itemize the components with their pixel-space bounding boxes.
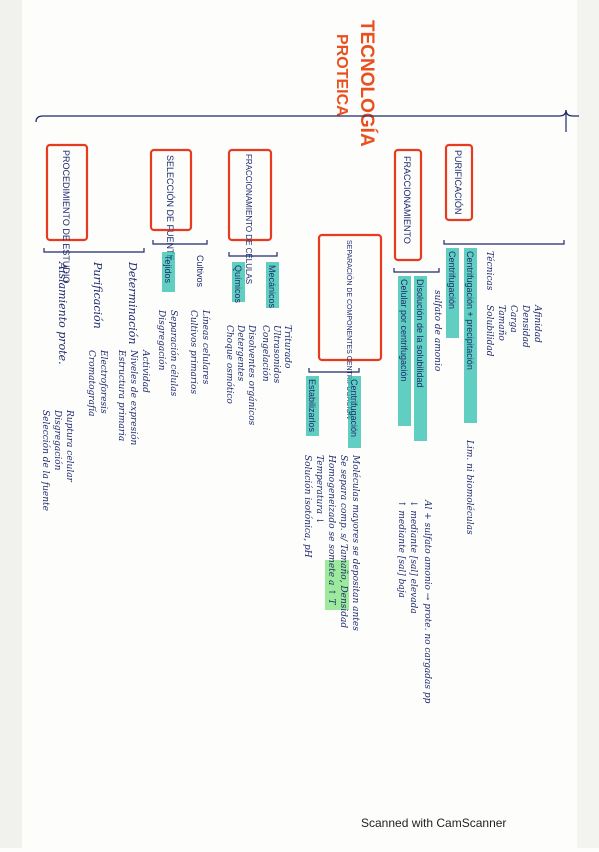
scanner-text: Scanned with CamScanner (361, 816, 507, 830)
sub-text: Líneas celulares (200, 309, 211, 385)
branch-label: PURIFICACIÓN (453, 150, 463, 215)
sub-text: Solución isotónica, pH (302, 455, 313, 558)
sub-text: Actividad (140, 349, 150, 393)
branch-bracket (43, 248, 145, 253)
branch-fraccionamiento-celulas: FRACCIONAMIENTO DE CÉLULAS Químicos Mecá… (224, 148, 292, 426)
item-text: Centrifugación (349, 379, 359, 437)
item-text: Químicos (233, 265, 243, 304)
item-text: Celular por centrifugación (399, 279, 409, 382)
main-bracket (35, 109, 579, 123)
item-text: Mecánicos (267, 265, 277, 309)
branch-procedimiento: PROCEDIMIENTO DE ESTUDIO Aislamiento pro… (40, 143, 150, 511)
item-text: Centrifugación (447, 251, 457, 309)
item-highlight (464, 248, 477, 423)
item-highlight (348, 376, 361, 448)
branch-purificacion: PURIFICACIÓN Centrifugación Centrifugaci… (443, 143, 565, 535)
item-text: Determinación (126, 261, 139, 345)
sub-text: Moléculas mayores se depositan antes (350, 454, 361, 631)
sub-text: Disgregación (52, 409, 63, 471)
sub-text: Cultivos primarios (188, 310, 198, 394)
sub-text: Cromatografía (86, 350, 97, 417)
branch-bracket (308, 368, 360, 373)
branch-bracket (393, 268, 440, 273)
sub-text: Selección de la fuente (40, 410, 51, 511)
sub-highlight (325, 560, 349, 610)
branch-label: FRACCIONAMIENTO DE CÉLULAS (244, 154, 253, 284)
branch-label: FRACCIONAMIENTO (402, 156, 412, 244)
sub-text: Disolventes orgánicos (246, 324, 257, 426)
item-text: sulfato de amonio (432, 290, 442, 372)
sub-text: ↓ mediante [sal] elevada (408, 500, 418, 614)
sub-text: Ultrasonidos (271, 325, 281, 384)
sub-text: ↑ mediante [sal] baja (396, 500, 406, 598)
sub-text: Separación células (168, 310, 179, 397)
item-highlight (266, 262, 279, 308)
sub-text: Afinidad (532, 304, 542, 343)
item-text: Estabilizarlos (307, 379, 317, 433)
sub-text: Electroforesis (98, 349, 108, 414)
sub-text: Disgregación (156, 309, 167, 371)
branch-box (45, 143, 89, 242)
sub-text: Se separa comp. s/ Tamaño, Densidad (338, 455, 348, 628)
branch-bracket (228, 252, 278, 257)
item-text: Aislamiento prote. (56, 261, 69, 365)
title-line-1: TECNOLOGÍA (356, 20, 378, 147)
title-line-2: PROTEICA (333, 34, 350, 117)
sub-text: Estructura primaria (116, 349, 126, 441)
branch-bracket (443, 240, 565, 245)
item-highlight (398, 276, 411, 426)
sub-text: Niveles de expresión (128, 349, 139, 446)
item-text: Disolución de la solubilidad (415, 279, 425, 388)
sub-text: Congelación (260, 325, 271, 382)
sub-text: Lim. ni biomoléculas (464, 439, 475, 535)
branch-fraccionamiento: FRACCIONAMIENTO Celular por centrifugaci… (393, 148, 442, 704)
item-highlight (306, 376, 319, 436)
item-text: Purificación (91, 261, 104, 329)
branch-box (393, 148, 423, 262)
sub-text: Ruptura celular (64, 409, 74, 483)
branch-separacion: SEPARACIÓN DE COMPONENTES CENTRIFUGACIÓN… (302, 233, 383, 631)
branch-box (317, 233, 383, 362)
scanner-watermark: Scanned with CamScanner (361, 816, 506, 830)
item-text: Cultivos (195, 255, 205, 288)
sub-text: Tamaño (496, 305, 506, 341)
sub-text: Solubilidad (484, 305, 494, 357)
sub-text: Detergentes (235, 324, 245, 382)
sub-text: Carga (508, 305, 518, 333)
branch-bracket (152, 240, 208, 245)
item-text: Técnicas (484, 251, 495, 291)
item-highlight (162, 252, 175, 292)
sub-text: Triturado (282, 325, 292, 369)
item-highlight (446, 248, 459, 338)
sub-text: Temperatura ↓ (314, 455, 324, 524)
item-text: Centrifugación + precipitación (465, 251, 475, 370)
branch-box (149, 148, 193, 232)
branch-box (444, 143, 474, 222)
branch-box (227, 148, 273, 242)
item-highlight (414, 276, 427, 441)
item-text: Tejidos (163, 255, 173, 284)
sub-text: Densidad (520, 304, 530, 348)
branch-label: SEPARACIÓN DE COMPONENTES CENTRIFUGACIÓN (345, 240, 354, 419)
item-highlight (232, 262, 245, 302)
branch-label: PROCEDIMIENTO DE ESTUDIO (61, 150, 71, 283)
sub-text: Al + sulfato amonio → prote. no cargadas… (422, 499, 432, 704)
sub-text: Homogeneizado se somete a ↑ T (326, 454, 336, 606)
branch-seleccion: SELECCIÓN DE FUENTE Tejidos Cultivos Dis… (149, 148, 211, 397)
branch-label: SELECCIÓN DE FUENTE (165, 155, 175, 261)
sub-text: Choque osmótico (224, 325, 235, 404)
